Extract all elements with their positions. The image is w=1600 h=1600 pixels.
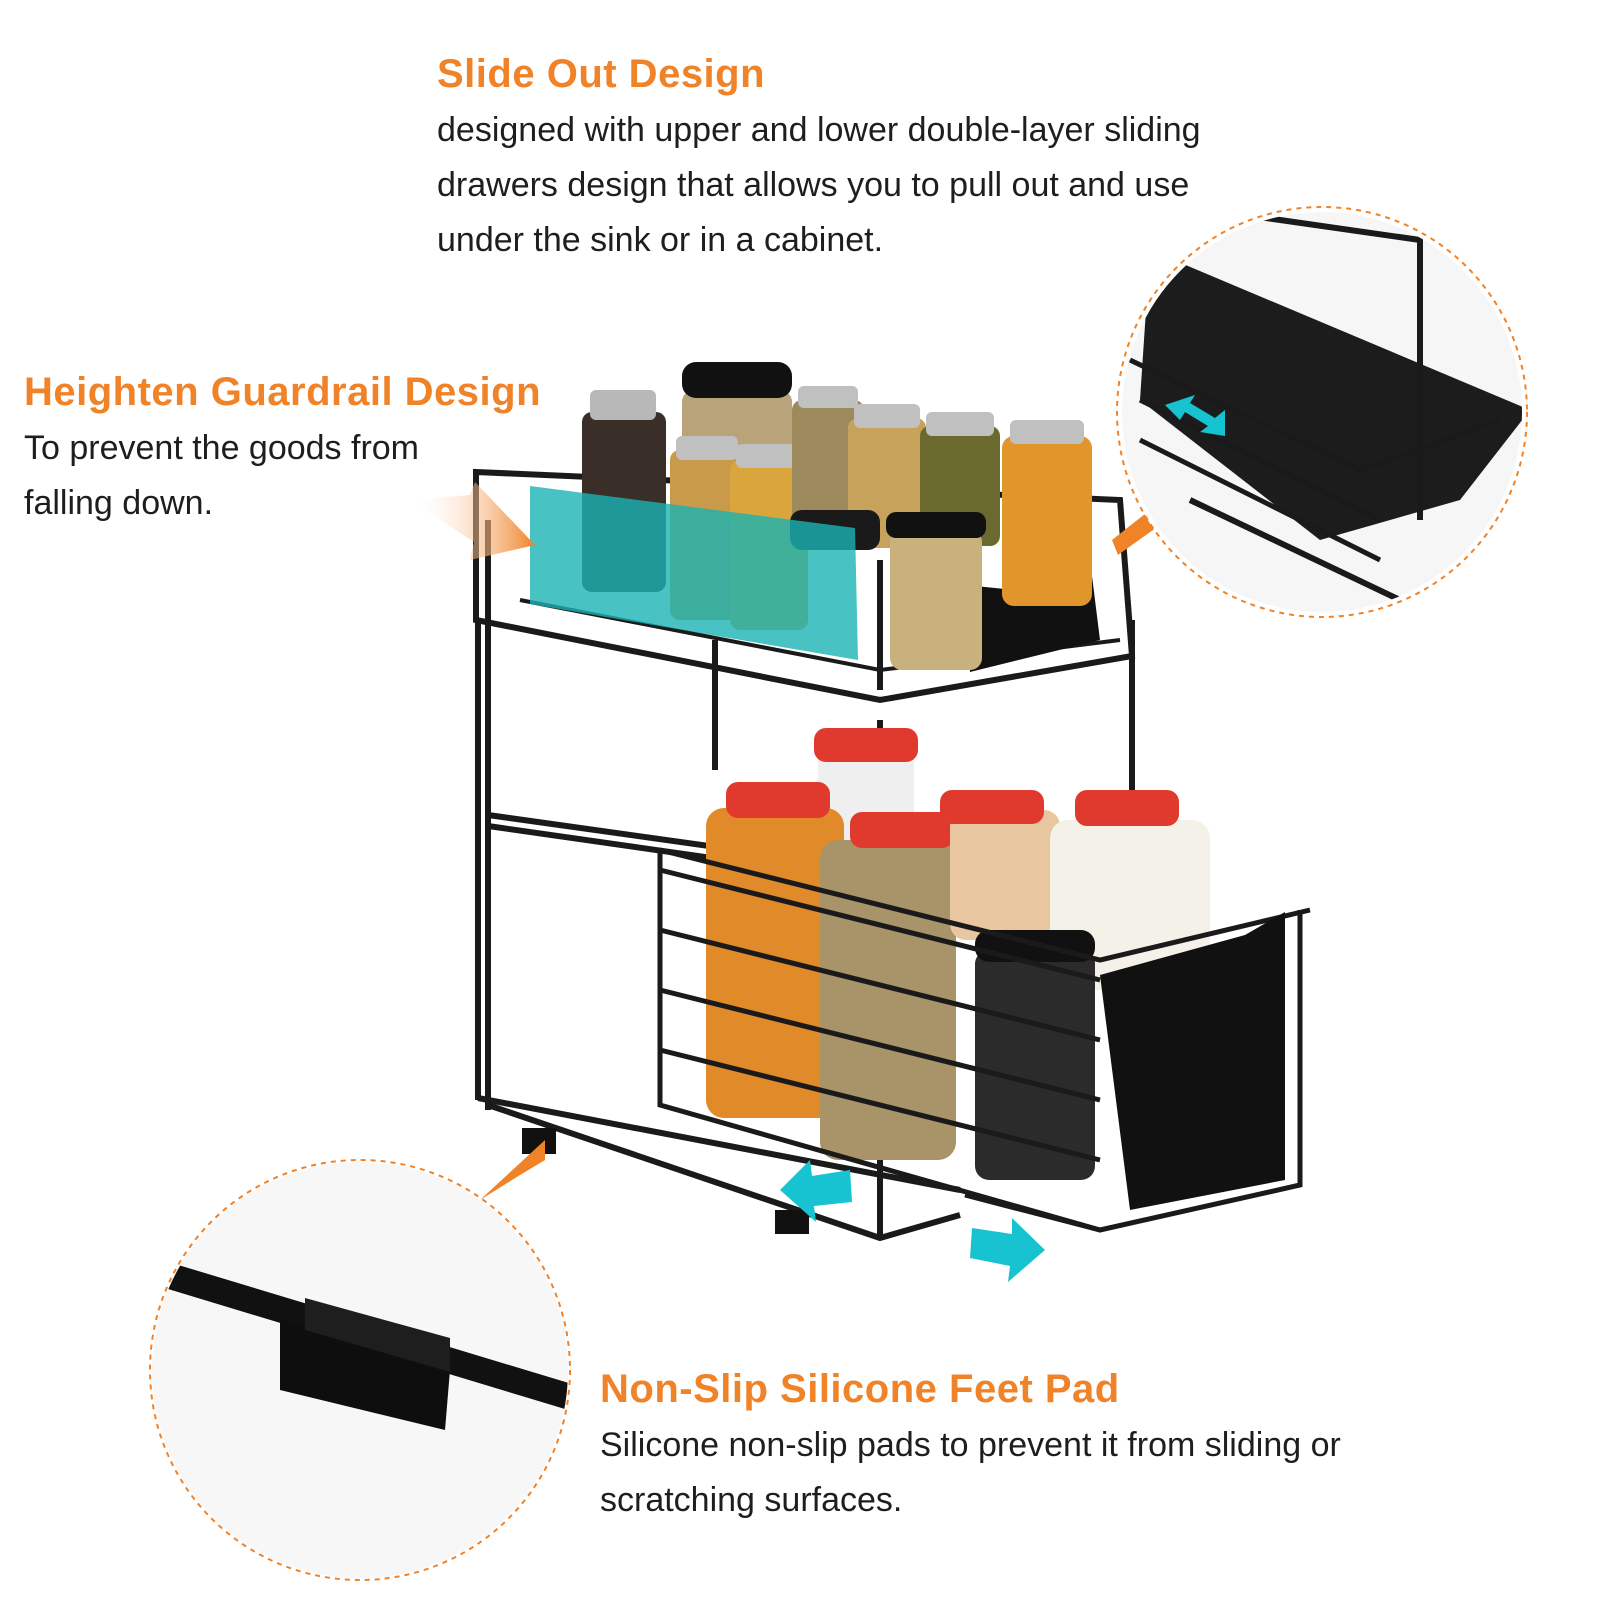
zoom-circle-feet-detail bbox=[149, 1159, 571, 1581]
zoom-circle-drawer-detail bbox=[1116, 206, 1528, 618]
feature-slide-out-title: Slide Out Design bbox=[437, 52, 766, 96]
feature-guardrail-description: To prevent the goods from falling down. bbox=[24, 429, 420, 522]
feature-guardrail: Heighten Guardrail Design To prevent the… bbox=[24, 370, 584, 531]
feature-feet-pad: Non-Slip Silicone Feet Pad Silicone non-… bbox=[600, 1367, 1460, 1528]
upper-drawer bbox=[473, 362, 1136, 704]
feature-slide-out-description: designed with upper and lower double-lay… bbox=[437, 111, 1201, 259]
feature-slide-out: Slide Out Design designed with upper and… bbox=[437, 52, 1237, 268]
feature-feet-pad-description: Silicone non-slip pads to prevent it fro… bbox=[600, 1426, 1341, 1519]
slide-arrow-icon bbox=[780, 1160, 1045, 1282]
guardrail-highlight bbox=[530, 486, 858, 660]
foot-pad-front bbox=[775, 1210, 809, 1234]
feature-feet-pad-title: Non-Slip Silicone Feet Pad bbox=[600, 1367, 1120, 1411]
lower-drawer bbox=[657, 728, 1311, 1233]
pointer-arrow-icon bbox=[410, 482, 1160, 1200]
feature-guardrail-title: Heighten Guardrail Design bbox=[24, 370, 542, 414]
